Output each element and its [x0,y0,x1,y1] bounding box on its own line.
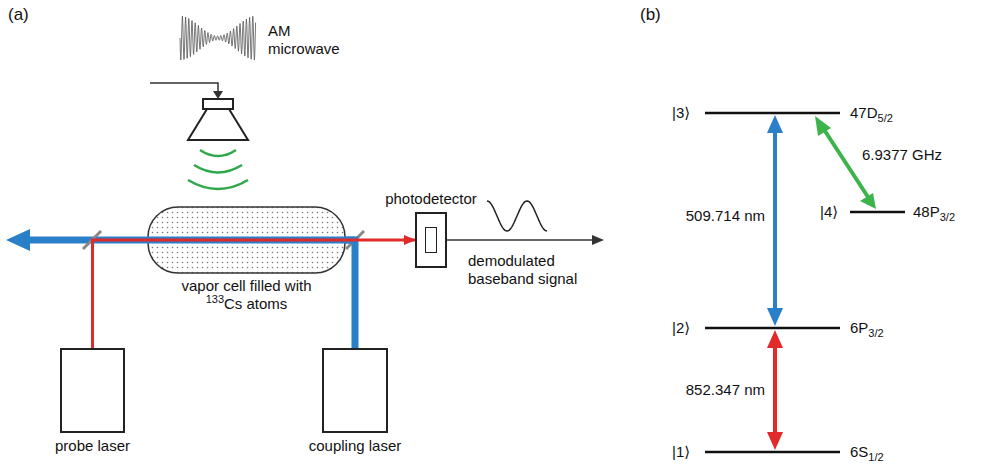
output-line [447,239,596,241]
am-waveform [180,16,256,60]
label: 6S1/2 [850,443,884,461]
level-diagram [705,113,905,452]
node-label: probe laser [55,437,130,455]
label: 852.347 nm [686,381,765,399]
microwave-waves [188,150,248,189]
vapor-cell [148,207,345,273]
detector-window [425,227,437,253]
label: 6.9377 GHz [862,146,942,164]
laser-beam [345,240,355,348]
laser-box: probe laser [60,348,125,433]
label: |2⟩ [672,319,690,337]
node-label: vapor cell filled with 133Cs atoms [177,277,317,313]
label: (a) [8,6,29,24]
sine-wave [487,201,547,231]
label: |1⟩ [672,443,690,461]
laser-beam [345,239,415,242]
node-label: photodetector [385,190,477,208]
photodetector: photodetector [415,212,447,268]
laser-beam [93,240,149,348]
baseband-sine [487,201,547,231]
label: 47D5/2 [850,104,893,122]
arrow-head [592,235,604,245]
coupling-beam [26,237,355,244]
label: (b) [640,6,661,24]
horn-flange [203,99,233,109]
horn-antenna [188,109,248,140]
arrow-head [213,91,223,99]
label: 6P3/2 [850,319,884,337]
vapor-cell: vapor cell filled with 133Cs atoms [148,207,345,273]
label: |4⟩ [820,203,838,221]
label: 48P3/2 [913,203,955,221]
coupling-beam-head [6,229,30,251]
probe-beam [148,239,345,242]
laser-box: coupling laser [322,348,388,433]
label: |3⟩ [672,104,690,122]
node-label: coupling laser [309,437,402,455]
label: AM microwave [268,22,353,58]
am-wave [180,16,256,60]
label: demodulated baseband signal [468,252,590,288]
label: 509.714 nm [686,207,765,225]
feed-line [150,83,218,92]
